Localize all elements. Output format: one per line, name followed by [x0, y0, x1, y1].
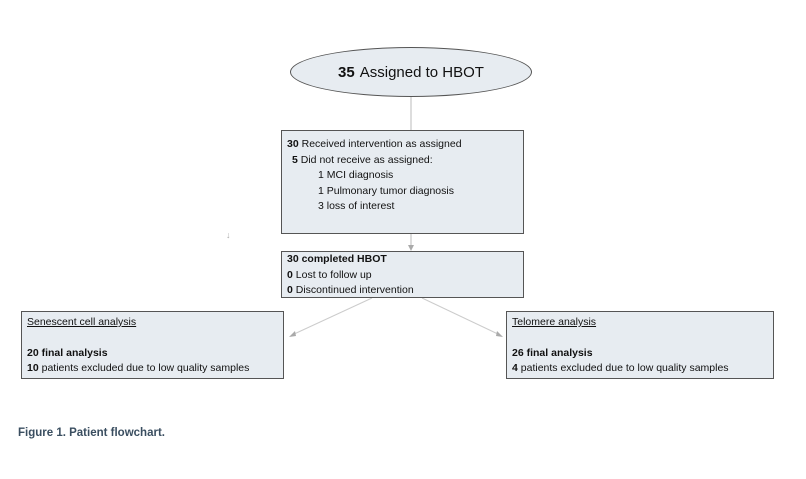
completed-title: 30 completed HBOT	[287, 253, 387, 265]
assigned-count: 35	[338, 63, 355, 81]
completed-box: 30 completed HBOT 0 Lost to follow up 0 …	[281, 251, 524, 298]
received-count: 30	[287, 138, 299, 150]
senescent-box: Senescent cell analysis 20 final analysi…	[21, 311, 284, 379]
telomere-excluded-label: patients excluded due to low quality sam…	[520, 362, 729, 374]
figure-caption: Figure 1. Patient flowchart.	[18, 427, 165, 439]
stray-arrow-icon: ↓	[226, 230, 231, 240]
not-received-count: 5	[292, 153, 298, 166]
discontinued-line: 0 Discontinued intervention	[287, 283, 518, 299]
discontinued-count: 0	[287, 284, 293, 296]
telomere-final: 26 final analysis	[512, 346, 593, 359]
telomere-excluded-count: 4	[512, 362, 518, 374]
received-label: Received intervention as assigned	[301, 138, 462, 150]
connector-completed-to-senescent	[291, 297, 373, 336]
assigned-label: Assigned to HBOT	[359, 63, 484, 81]
arrowhead-to-completed	[408, 245, 414, 251]
senescent-excluded-label: patients excluded due to low quality sam…	[41, 362, 250, 374]
discontinued-label: Discontinued intervention	[295, 284, 414, 296]
connector-completed-to-telomere	[421, 297, 501, 336]
not-received-label: Did not receive as assigned:	[300, 153, 433, 166]
arrowhead-to-senescent	[289, 331, 296, 337]
intervention-box: 30 Received intervention as assigned 5 D…	[281, 130, 524, 234]
arrowhead-to-telomere	[496, 331, 503, 337]
lost-count: 0	[287, 268, 293, 281]
lost-line: 0 Lost to follow up	[287, 268, 518, 284]
senescent-excluded-count: 10	[27, 362, 39, 374]
telomere-title: Telomere analysis	[512, 316, 597, 328]
not-received-line: 5 Did not receive as assigned:	[287, 153, 518, 169]
assigned-node: 35 Assigned to HBOT	[290, 47, 532, 97]
lost-label: Lost to follow up	[295, 268, 372, 281]
telomere-box: Telomere analysis 26 final analysis 4 pa…	[506, 311, 774, 379]
reason-item: 1 Pulmonary tumor diagnosis	[318, 184, 454, 197]
reason-item: 3 loss of interest	[318, 200, 395, 212]
reason-item: 1 MCI diagnosis	[318, 169, 394, 181]
senescent-excluded-line: 10 patients excluded due to low quality …	[27, 361, 278, 377]
telomere-excluded-line: 4 patients excluded due to low quality s…	[512, 361, 768, 377]
senescent-title: Senescent cell analysis	[27, 316, 137, 328]
senescent-final: 20 final analysis	[27, 346, 108, 359]
received-line: 30 Received intervention as assigned	[287, 137, 518, 153]
